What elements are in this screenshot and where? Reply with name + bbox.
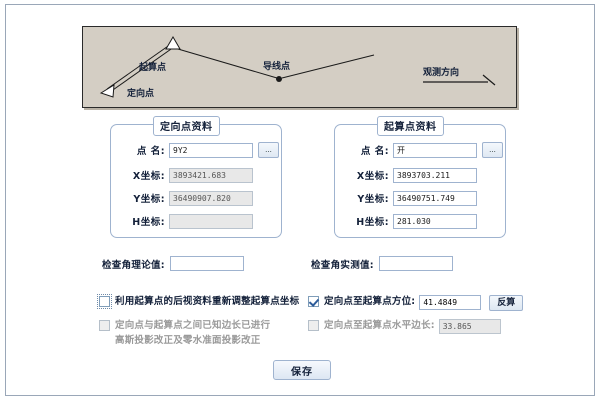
start-point-y-row: Y坐标: bbox=[343, 190, 477, 206]
diagram-label-start-point: 起算点 bbox=[139, 63, 167, 73]
projection-label-line2: 高斯投影改正及零水准面投影改正 bbox=[115, 335, 261, 346]
orientation-point-name-row: 点 名: ... bbox=[119, 142, 279, 158]
orientation-point-y-label: Y坐标: bbox=[133, 194, 165, 205]
start-point-name-label: 点 名: bbox=[360, 146, 389, 157]
azimuth-value-input[interactable] bbox=[419, 295, 482, 310]
start-point-x-row: X坐标: bbox=[343, 167, 477, 183]
orientation-point-group-title: 定向点资料 bbox=[153, 116, 220, 136]
projection-label-wrap: 定向点与起算点之间已知边长已进行 高斯投影改正及零水准面投影改正 bbox=[115, 319, 270, 347]
projection-checkbox[interactable] bbox=[99, 320, 110, 331]
azimuth-option-row: 定向点至起算点方位: 反算 bbox=[308, 295, 524, 311]
orientation-point-h-label: H坐标: bbox=[132, 217, 165, 228]
check-angle-theoretical-input[interactable] bbox=[169, 256, 244, 271]
distance-value-input[interactable] bbox=[438, 319, 501, 334]
diagram-label-traverse-point: 导线点 bbox=[263, 62, 291, 72]
azimuth-label: 定向点至起算点方位: bbox=[324, 296, 416, 307]
start-point-x-input[interactable] bbox=[393, 167, 477, 183]
start-point-browse-button[interactable]: ... bbox=[482, 142, 503, 158]
projection-label-line1: 定向点与起算点之间已知边长已进行 bbox=[115, 320, 271, 331]
orientation-point-h-input[interactable] bbox=[169, 213, 253, 229]
orientation-point-y-input[interactable] bbox=[169, 190, 253, 206]
survey-diagram-svg bbox=[99, 36, 496, 98]
readjust-checkbox[interactable] bbox=[97, 294, 112, 309]
reverse-calculate-button[interactable]: 反算 bbox=[489, 295, 524, 311]
orientation-point-x-input[interactable] bbox=[169, 167, 253, 183]
start-point-h-row: H坐标: bbox=[343, 213, 477, 229]
check-angle-measured-label: 检查角实测值: bbox=[311, 259, 374, 271]
orientation-point-groupbox: 定向点资料 点 名: ... X坐标: Y坐标: H坐标: bbox=[110, 116, 282, 238]
diagram-label-orientation-point: 定向点 bbox=[127, 89, 155, 99]
orientation-point-browse-button[interactable]: ... bbox=[258, 142, 279, 158]
start-point-group-title: 起算点资料 bbox=[377, 116, 444, 136]
orientation-point-h-row: H坐标: bbox=[119, 213, 253, 229]
orientation-point-x-label: X坐标: bbox=[132, 171, 165, 182]
save-button[interactable]: 保存 bbox=[273, 360, 331, 380]
orientation-point-y-row: Y坐标: bbox=[119, 190, 253, 206]
distance-checkbox[interactable] bbox=[308, 320, 319, 331]
readjust-label: 利用起算点的后视资料重新调整起算点坐标 bbox=[115, 296, 300, 307]
start-point-h-label: H坐标: bbox=[356, 217, 389, 228]
app-window: 起算点 定向点 导线点 观测方向 定向点资料 点 名: ... X坐标: Y坐标… bbox=[5, 4, 595, 396]
projection-option-row: 定向点与起算点之间已知边长已进行 高斯投影改正及零水准面投影改正 bbox=[99, 319, 270, 347]
orientation-point-x-row: X坐标: bbox=[119, 167, 253, 183]
survey-diagram-panel: 起算点 定向点 导线点 观测方向 bbox=[82, 26, 517, 108]
distance-option-row: 定向点至起算点水平边长: bbox=[308, 319, 501, 334]
start-point-x-label: X坐标: bbox=[356, 171, 389, 182]
check-angle-measured-row: 检查角实测值: bbox=[311, 256, 453, 271]
orientation-point-name-input[interactable] bbox=[169, 142, 253, 158]
start-point-h-input[interactable] bbox=[393, 213, 477, 229]
start-point-name-input[interactable] bbox=[393, 142, 477, 158]
check-angle-theoretical-row: 检查角理论值: bbox=[102, 256, 244, 271]
start-point-groupbox: 起算点资料 点 名: ... X坐标: Y坐标: H坐标: bbox=[334, 116, 506, 238]
distance-label: 定向点至起算点水平边长: bbox=[324, 320, 435, 331]
check-angle-measured-input[interactable] bbox=[378, 256, 453, 271]
start-point-name-row: 点 名: ... bbox=[343, 142, 503, 158]
azimuth-checkbox[interactable] bbox=[308, 296, 319, 307]
start-point-y-input[interactable] bbox=[393, 190, 477, 206]
check-angle-theoretical-label: 检查角理论值: bbox=[102, 259, 165, 271]
start-point-y-label: Y坐标: bbox=[357, 194, 389, 205]
diagram-label-observation-direction: 观测方向 bbox=[423, 68, 460, 78]
readjust-option-row: 利用起算点的后视资料重新调整起算点坐标 bbox=[97, 294, 300, 309]
orientation-point-name-label: 点 名: bbox=[136, 146, 165, 157]
